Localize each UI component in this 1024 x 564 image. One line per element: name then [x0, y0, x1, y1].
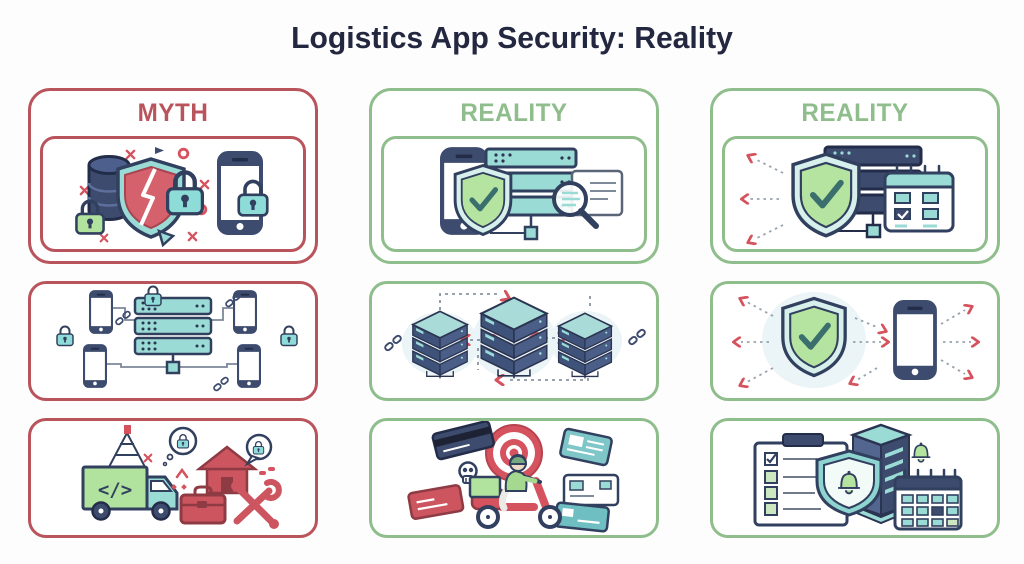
reality-card-verified — [381, 136, 647, 252]
broken-link-icon — [384, 334, 402, 352]
delivery-scooter-icon — [468, 454, 562, 529]
padlock-icon — [56, 325, 74, 347]
magnifier-icon — [552, 181, 599, 229]
network-node-icon — [165, 360, 181, 375]
smartphone-icon — [217, 151, 263, 235]
credit-card-icon — [407, 484, 465, 520]
calendar-icon — [893, 468, 963, 531]
shield-check-icon — [793, 154, 859, 235]
column-reality-2: REALITY — [710, 88, 1000, 538]
infographic-grid: MYTH — [28, 88, 1000, 538]
reality-header-1: REALITY — [460, 99, 568, 127]
myth-card-network — [28, 281, 318, 401]
myth-header: MYTH — [137, 99, 209, 127]
code-label: </> — [98, 479, 132, 501]
x-mark-icon — [187, 231, 198, 242]
dashed-connectors — [439, 292, 591, 381]
reality-header-2: REALITY — [801, 99, 909, 127]
smartphone-icon — [83, 344, 107, 388]
smartphone-icon — [893, 300, 937, 380]
dashed-arrow-icon — [736, 377, 749, 392]
dashed-connectors — [749, 158, 784, 240]
shield-shard-icon — [157, 229, 176, 248]
column-myth: MYTH — [28, 88, 318, 538]
id-card-icon — [562, 473, 620, 507]
calendar-icon — [883, 164, 955, 233]
credit-card-icon — [554, 501, 610, 533]
broken-link-icon — [213, 376, 229, 392]
padlock-icon — [144, 285, 162, 307]
reality-card-schedule — [722, 136, 988, 252]
shield-check-icon — [783, 298, 845, 375]
reality-audit-illustration — [753, 423, 963, 531]
house-icon — [195, 445, 259, 495]
x-mark-icon — [99, 233, 109, 243]
dashed-arrow-icon — [970, 336, 981, 348]
x-mark-icon — [125, 149, 136, 160]
dashed-arrow-icon — [731, 336, 742, 348]
smartphone-icon — [233, 290, 257, 334]
reality-group-2: REALITY — [710, 88, 1000, 264]
server-rack-icon — [133, 296, 213, 375]
reality-sync-illustration — [384, 289, 646, 386]
column-reality-1: REALITY — [369, 88, 659, 538]
smartphone-icon — [89, 290, 113, 334]
dashed-arrow-icon — [736, 292, 749, 307]
x-mark-icon — [199, 179, 210, 190]
id-card-icon — [559, 427, 613, 467]
broken-link-icon — [115, 310, 131, 326]
thought-bubble-padlock-icon — [162, 426, 198, 467]
toolbox-icon — [179, 485, 227, 525]
dashed-arrow-icon — [744, 234, 757, 249]
reality-card-shield-phone — [710, 281, 1000, 401]
reality-card-audit — [710, 418, 1000, 538]
dashed-arrow-icon — [963, 300, 976, 315]
broken-link-icon — [628, 328, 646, 346]
x-mark-icon — [143, 453, 153, 463]
dashed-arrow-icon — [877, 323, 890, 338]
antenna-mast-icon — [108, 432, 146, 468]
dashed-connectors — [741, 301, 971, 383]
reality-verified-illustration — [384, 139, 624, 241]
dashed-arrow-icon — [880, 336, 891, 348]
shield-bell-icon — [815, 449, 883, 517]
myth-network-illustration — [56, 285, 298, 392]
dashed-arrow-icon — [739, 193, 750, 205]
reality-shield-phone-illustration — [731, 292, 981, 392]
myth-group: MYTH — [28, 88, 318, 264]
shield-check-icon — [455, 166, 511, 235]
flag-mark-icon — [155, 147, 164, 154]
bell-icon — [911, 441, 931, 463]
flag-icon — [124, 425, 131, 434]
circle-mark-icon — [177, 147, 190, 160]
dashed-arrow-icon — [744, 149, 757, 164]
reality-card-sync — [369, 281, 659, 401]
reality-card-target — [369, 418, 659, 538]
page-title: Logistics App Security: Reality — [291, 20, 733, 55]
reality-group-1: REALITY — [369, 88, 659, 264]
speech-bubble-padlock-icon — [244, 433, 273, 467]
iso-server-icon — [557, 312, 613, 379]
smartphone-icon — [237, 344, 261, 388]
credit-card-icon — [431, 421, 495, 461]
myth-card-delivery: </> — [28, 418, 318, 538]
broken-shield-icon — [116, 157, 186, 239]
myth-card-breach — [40, 136, 306, 252]
reality-target-illustration — [407, 421, 620, 533]
crossed-tools-icon — [231, 479, 282, 529]
dashed-arrow-icon — [846, 375, 859, 390]
code-truck-icon: </> — [81, 465, 179, 521]
reality-schedule-illustration — [739, 145, 955, 249]
myth-breach-illustration — [74, 147, 270, 248]
x-mark-icon — [79, 185, 90, 196]
padlock-icon — [280, 325, 298, 347]
myth-delivery-illustration: </> — [81, 425, 282, 529]
dashed-arrow-icon — [963, 369, 976, 384]
